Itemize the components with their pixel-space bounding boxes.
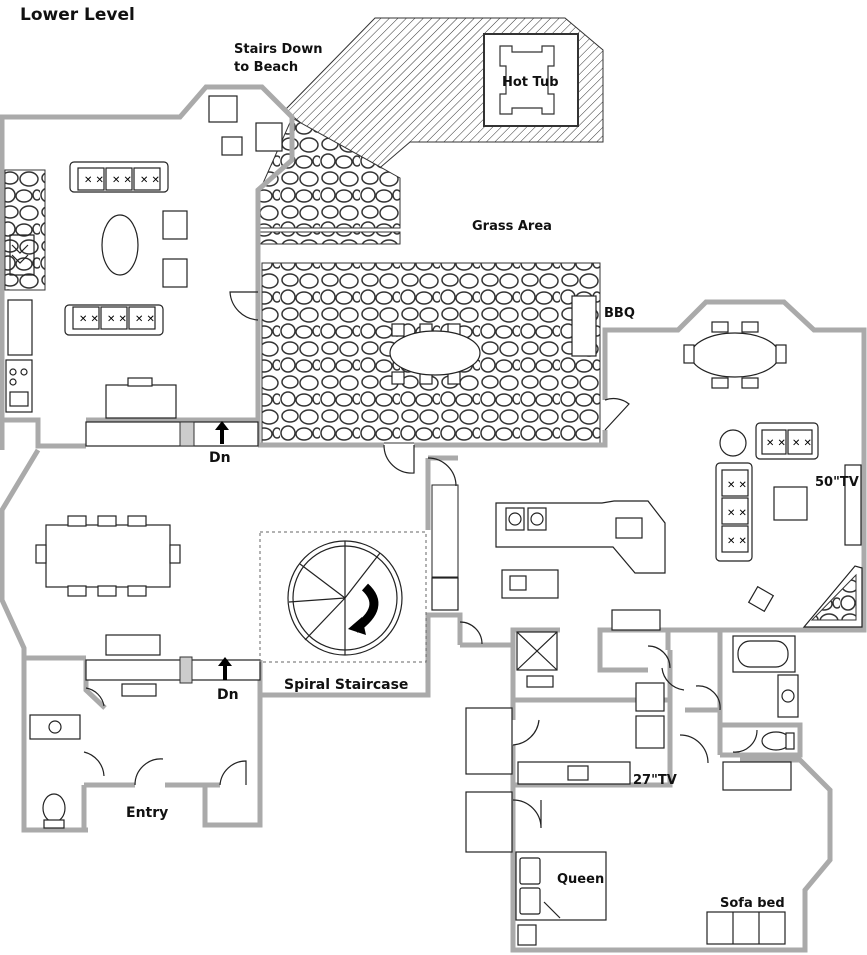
door-swing [229, 291, 259, 321]
toilet [42, 793, 66, 823]
door-swing [647, 645, 671, 669]
tv-console [105, 377, 177, 419]
dining-table-right [683, 321, 787, 389]
stair-rail-lower [85, 659, 261, 681]
door-swing [427, 457, 457, 487]
corner-fireplace [802, 565, 863, 628]
hot-tub-basin [499, 45, 555, 115]
door-swing [83, 751, 105, 777]
svg-text:✕ ✕: ✕ ✕ [135, 314, 155, 325]
svg-text:✕ ✕: ✕ ✕ [727, 480, 747, 491]
door-swing [732, 729, 758, 753]
sofa-top: ✕ ✕ ✕ ✕ ✕ ✕ [69, 161, 169, 193]
stair-area [259, 531, 427, 663]
door-swing [134, 758, 164, 786]
side-table [221, 136, 243, 156]
tv-27-stand [722, 761, 792, 791]
dn-label-upper: Dn [209, 450, 231, 466]
door-swing [219, 760, 247, 786]
dn-label-lower: Dn [217, 687, 239, 703]
spiral-staircase-label: Spiral Staircase [284, 677, 408, 693]
sofa-bed [706, 911, 786, 945]
svg-text:✕ ✕: ✕ ✕ [727, 536, 747, 547]
svg-text:✕ ✕: ✕ ✕ [84, 175, 104, 186]
stairs-label-line2: to Beach [234, 60, 298, 75]
queen-label: Queen [557, 872, 604, 887]
svg-text:✕ ✕: ✕ ✕ [766, 438, 786, 449]
bathtub [732, 635, 796, 673]
stairs-label-line1: Stairs Down [234, 42, 322, 57]
coffee-table [101, 214, 139, 276]
armchair [162, 210, 188, 240]
armchair [162, 258, 188, 288]
tv-50-label: 50"TV [815, 475, 859, 490]
nightstand [517, 924, 537, 946]
dn-arrow-lower [218, 657, 232, 680]
chair-right [747, 585, 775, 613]
sofa-bed-label: Sofa bed [720, 896, 785, 911]
svg-text:✕ ✕: ✕ ✕ [107, 314, 127, 325]
door-swing [512, 799, 542, 829]
washer [635, 682, 665, 712]
bench [121, 683, 157, 697]
sofa-right: ✕ ✕ ✕ ✕ ✕ ✕ [715, 462, 753, 562]
dn-arrow-upper [215, 421, 229, 444]
svg-text:✕ ✕: ✕ ✕ [140, 175, 160, 186]
bbq-label: BBQ [604, 306, 635, 321]
stone-path [259, 117, 401, 229]
dining-table [35, 515, 181, 597]
stone-step [259, 231, 401, 245]
door-swing [679, 734, 709, 764]
closet [465, 707, 513, 775]
svg-text:✕ ✕: ✕ ✕ [112, 175, 132, 186]
closet [465, 791, 513, 853]
sink-small [526, 675, 554, 688]
door-swing [604, 397, 630, 431]
patio-table [389, 323, 481, 385]
page-title: Lower Level [20, 5, 135, 25]
grass-area-label: Grass Area [472, 219, 552, 234]
kitchen-counter [495, 500, 666, 574]
door-swing [512, 719, 540, 746]
svg-text:✕ ✕: ✕ ✕ [792, 438, 812, 449]
tv-27-label: 27"TV [633, 773, 677, 788]
hot-tub-label: Hot Tub [502, 75, 559, 90]
svg-text:✕ ✕: ✕ ✕ [79, 314, 99, 325]
armchair [208, 95, 238, 123]
stair-rail-upper [85, 421, 259, 447]
door-swing [383, 444, 415, 474]
bbq-grill [571, 295, 597, 357]
door-swing [695, 685, 721, 711]
entry-label: Entry [126, 805, 168, 821]
round-table [719, 429, 747, 457]
fireplace-stone [4, 169, 46, 291]
tv-stand-50 [844, 464, 862, 546]
cabinet [7, 299, 33, 356]
spiral-staircase [287, 540, 403, 656]
loveseat: ✕ ✕ ✕ ✕ [755, 422, 819, 460]
kitchen-door-area [431, 484, 459, 578]
queen-bed [515, 851, 607, 921]
door-swing [459, 621, 483, 645]
dryer [635, 715, 665, 749]
walls [0, 84, 867, 953]
ottoman [773, 486, 808, 521]
svg-text:✕ ✕: ✕ ✕ [727, 508, 747, 519]
fireplace [9, 234, 35, 276]
door-swing [85, 687, 105, 707]
console-table [105, 634, 161, 656]
cabinet-mid [611, 609, 661, 631]
sofa-bottom: ✕ ✕ ✕ ✕ ✕ ✕ [64, 304, 164, 336]
armchair [255, 122, 283, 152]
pantry [431, 577, 459, 611]
